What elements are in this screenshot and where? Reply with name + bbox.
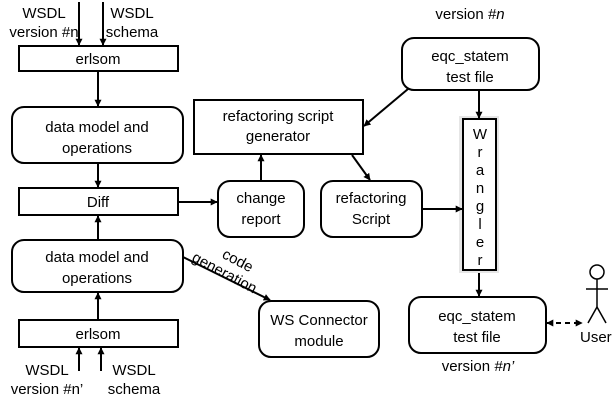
erlsom-top-label: erlsom: [75, 51, 120, 68]
svg-text:version #n: version #n: [9, 24, 78, 41]
script-generator-label: refactoring script generator: [223, 108, 335, 145]
erlsom-bottom-box: [18, 319, 179, 348]
ws-connector-box: [258, 300, 380, 358]
svg-text:WS Connector: WS Connector: [270, 312, 368, 329]
svg-text:data model and: data model and: [45, 249, 148, 266]
svg-text:module: module: [294, 333, 343, 350]
svg-text:W: W: [473, 126, 488, 143]
user-icon: [586, 264, 608, 324]
bottom-wsdl-version-label: WSDL version #n’: [11, 362, 84, 398]
svg-text:r: r: [478, 144, 483, 161]
diff-label: Diff: [87, 194, 110, 211]
wrangler-label: W r a n g l e r: [473, 126, 488, 269]
svg-text:n: n: [476, 180, 484, 197]
svg-text:l: l: [478, 216, 481, 233]
ws-connector-label: WS Connector module: [270, 312, 368, 350]
svg-text:schema: schema: [106, 24, 159, 41]
svg-text:r: r: [478, 252, 483, 269]
svg-text:g: g: [476, 198, 484, 215]
version-n-prime-label: version #n’: [442, 358, 515, 375]
edge-eqc-to-generator: [363, 88, 409, 127]
diff-box: [18, 187, 179, 216]
data-model-top-label: data model and operations: [45, 119, 148, 157]
svg-text:a: a: [476, 162, 485, 179]
edge-generator-to-script: [351, 154, 371, 181]
eqc-bottom-box: [408, 296, 547, 354]
user-label: User: [580, 329, 612, 346]
data-model-top-box: [11, 106, 184, 164]
eqc-top-label: eqc_statem test file: [431, 48, 509, 86]
svg-text:version #n’: version #n’: [11, 381, 84, 398]
svg-text:test file: test file: [446, 69, 494, 86]
svg-text:refactoring: refactoring: [336, 190, 407, 207]
erlsom-top-box: [18, 45, 179, 72]
erlsom-bottom-label: erlsom: [75, 326, 120, 343]
change-report-label: change report: [236, 190, 285, 228]
svg-text:WSDL: WSDL: [25, 362, 68, 379]
wrangler-box: [459, 116, 499, 273]
top-wsdl-version-label: WSDL version #n: [9, 5, 78, 41]
bottom-wsdl-schema-label: WSDL schema: [108, 362, 161, 398]
svg-text:change: change: [236, 190, 285, 207]
svg-text:eqc_statem: eqc_statem: [431, 48, 509, 65]
svg-text:report: report: [241, 211, 281, 228]
eqc-top-box: [401, 37, 540, 91]
svg-text:data model and: data model and: [45, 119, 148, 136]
svg-text:schema: schema: [108, 381, 161, 398]
svg-text:e: e: [476, 234, 484, 251]
top-wsdl-schema-label: WSDL schema: [106, 5, 159, 41]
data-model-bottom-box: [11, 239, 184, 293]
svg-text:eqc_statem: eqc_statem: [438, 308, 516, 325]
svg-text:WSDL: WSDL: [22, 5, 65, 22]
svg-text:test file: test file: [453, 329, 501, 346]
edge-code-generation: [182, 256, 271, 301]
svg-text:generator: generator: [246, 128, 310, 145]
refactoring-script-label: refactoring Script: [336, 190, 407, 228]
eqc-bottom-label: eqc_statem test file: [438, 308, 516, 346]
svg-text:operations: operations: [62, 140, 132, 157]
script-generator-box: [193, 99, 364, 155]
svg-text:WSDL: WSDL: [110, 5, 153, 22]
data-model-bottom-label: data model and operations: [45, 249, 148, 287]
svg-text:operations: operations: [62, 270, 132, 287]
version-n-label: version #n: [435, 6, 504, 23]
svg-text:refactoring script: refactoring script: [223, 108, 335, 125]
change-report-box: [217, 180, 305, 238]
svg-text:Script: Script: [352, 211, 391, 228]
svg-text:WSDL: WSDL: [112, 362, 155, 379]
